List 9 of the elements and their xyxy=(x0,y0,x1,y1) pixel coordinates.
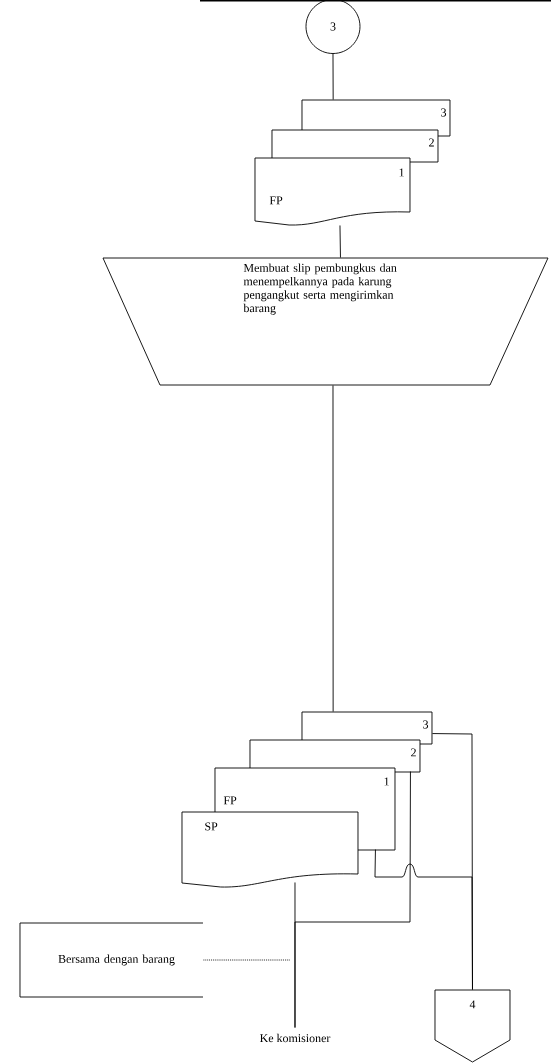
flow-line xyxy=(339,225,341,258)
annotation-line xyxy=(203,959,291,961)
flow-line xyxy=(332,53,334,100)
off-page-connector: 4 xyxy=(434,989,511,1063)
annotation-bracket: Bersama dengan barang xyxy=(19,922,204,998)
flow-line xyxy=(294,882,296,1028)
flow-line xyxy=(374,849,473,990)
destination-label: Ke komisioner xyxy=(260,1033,331,1043)
flow-line xyxy=(332,385,334,712)
